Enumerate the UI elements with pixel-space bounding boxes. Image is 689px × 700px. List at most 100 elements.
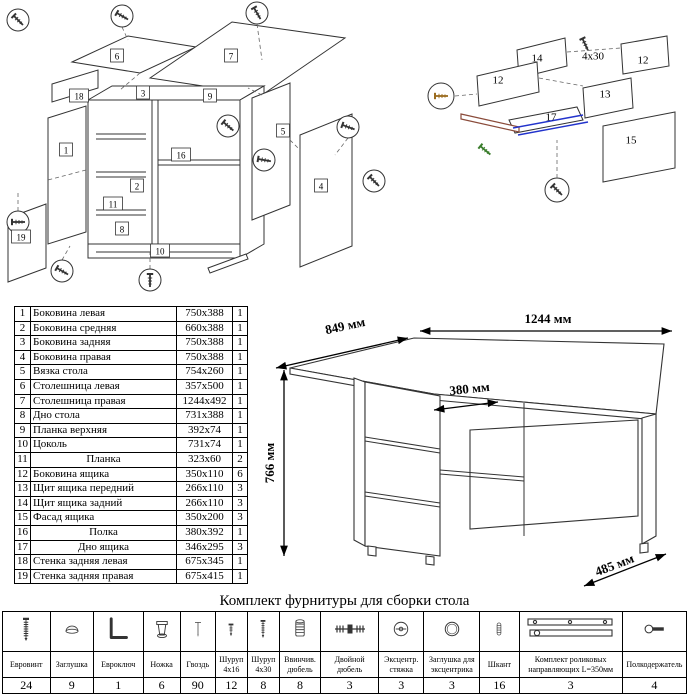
dimension-arrows — [275, 327, 672, 587]
part-num: 11 — [14, 451, 31, 468]
part-qty: 1 — [232, 320, 248, 337]
svg-text:12: 12 — [493, 75, 504, 87]
part-label-8: 8 — [115, 221, 129, 236]
hardware-callout — [50, 259, 74, 283]
part-name: Полка — [30, 524, 177, 541]
screw-large-icon — [246, 611, 280, 652]
hardware-callout — [336, 115, 360, 139]
part-name: Боковина средняя — [30, 320, 177, 337]
dimension-label: 380 мм — [449, 379, 491, 398]
desk-details — [364, 403, 525, 536]
part-label-6: 6 — [110, 48, 124, 63]
hardware-item-qty: 3 — [378, 677, 425, 694]
part-size: 754x260 — [176, 364, 233, 380]
slide-guide-lines — [512, 114, 589, 136]
part-label-3: 3 — [136, 85, 150, 100]
svg-text:6: 6 — [115, 52, 120, 62]
part-name: Столешница левая — [30, 378, 177, 395]
drawer-unit-front — [364, 381, 441, 557]
desk-leg — [367, 545, 377, 557]
part-qty: 1 — [232, 349, 248, 366]
part-num: 19 — [14, 568, 31, 585]
cam-cap-icon — [423, 611, 481, 652]
part-num: 5 — [14, 364, 31, 380]
svg-text:11: 11 — [109, 200, 118, 210]
projection-lines — [17, 23, 349, 269]
part-num: 10 — [14, 437, 31, 453]
svg-text:5: 5 — [281, 127, 286, 137]
part-label-2: 2 — [130, 178, 144, 193]
part-qty: 1 — [232, 437, 248, 453]
hardware-callout — [110, 4, 134, 28]
dimension-label: 849 мм — [324, 314, 367, 337]
drawer-unit-side — [353, 377, 366, 547]
part-name: Щит ящика передний — [30, 481, 177, 497]
modesty-panel — [469, 419, 639, 530]
dimension-label: 1244 мм — [525, 311, 572, 326]
part-label-16: 16 — [171, 147, 191, 162]
hardware-item-qty: 3 — [518, 677, 623, 694]
part-qty: 1 — [232, 524, 248, 541]
part-num: 3 — [14, 335, 31, 351]
drawer-front-inner — [582, 77, 634, 119]
svg-text:4х30: 4х30 — [582, 51, 605, 63]
part-name: Цоколь — [30, 437, 177, 453]
svg-text:13: 13 — [600, 89, 612, 101]
svg-text:16: 16 — [177, 151, 187, 161]
hardware-item-name: Заглушка для эксцентрика — [423, 651, 481, 678]
hardware-callout — [427, 82, 455, 110]
hardware-item-qty: 1 — [92, 677, 144, 694]
part-size: 380x392 — [176, 524, 233, 541]
hardware-item-qty: 16 — [479, 677, 520, 694]
hardware-callout — [6, 8, 30, 32]
roller-slides-icon — [518, 611, 623, 652]
part-name: Вязка стола — [30, 364, 177, 380]
hardware-item-qty: 3 — [423, 677, 481, 694]
desk-leg — [639, 542, 649, 554]
hardware-callout — [216, 114, 240, 138]
part-num: 8 — [14, 408, 31, 424]
svg-text:14: 14 — [532, 53, 544, 65]
desk-right-end-panel — [641, 413, 657, 545]
hardware-item-qty: 6 — [142, 677, 181, 694]
confirmat-icon — [2, 611, 51, 652]
hardware-callout — [245, 1, 269, 25]
part-qty: 1 — [232, 554, 248, 570]
hardware-item-qty: 8 — [246, 677, 280, 694]
part-size: 357x500 — [176, 378, 233, 395]
drawer-rail-piece — [207, 253, 249, 274]
part-name: Стенка задняя левая — [30, 554, 177, 570]
part-name: Боковина левая — [30, 306, 177, 322]
part-qty: 3 — [232, 539, 248, 556]
part-label-9: 9 — [203, 88, 217, 103]
part-name: Дно стола — [30, 408, 177, 424]
part-num: 18 — [14, 554, 31, 570]
svg-text:19: 19 — [17, 233, 27, 243]
part-qty: 1 — [232, 364, 248, 380]
hardware-item-qty: 12 — [214, 677, 248, 694]
part-label-18: 18 — [69, 88, 89, 103]
part-num: 2 — [14, 320, 31, 337]
hardware-item-qty: 90 — [179, 677, 216, 694]
cam-lock-icon — [378, 611, 425, 652]
hardware-icons-row — [2, 611, 688, 652]
part-name: Столешница правая — [30, 393, 177, 410]
part-name: Щит ящика задний — [30, 495, 177, 512]
hardware-item-name: Шуруп 4х30 — [246, 651, 280, 678]
part-size: 675x415 — [176, 568, 233, 585]
carcass-top-face — [86, 85, 266, 101]
part-num: 17 — [14, 539, 31, 556]
part-size: 266x110 — [176, 481, 233, 497]
part-label-12: 12 — [493, 75, 504, 87]
green-screw-icon — [477, 142, 494, 158]
part-qty: 3 — [232, 510, 248, 526]
hardware-item-qty: 24 — [2, 677, 51, 694]
svg-text:10: 10 — [156, 247, 166, 257]
